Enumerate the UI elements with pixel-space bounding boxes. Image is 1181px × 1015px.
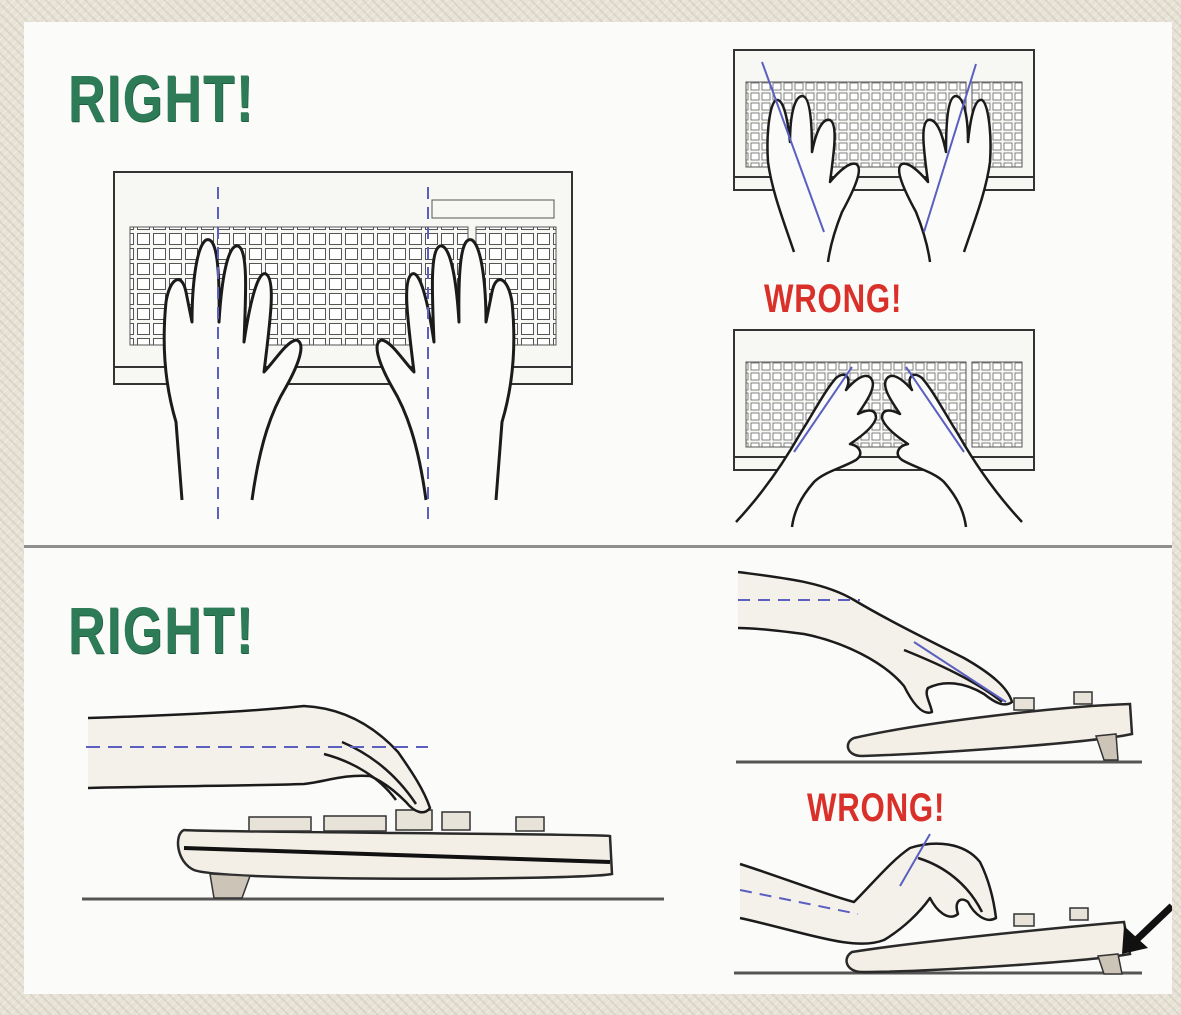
arm-wrist-raised xyxy=(738,572,1012,713)
ergonomics-panel: RIGHT! RIGHT! WRONG! WRONG! xyxy=(24,22,1172,994)
keyboard-wrong-2 xyxy=(734,330,1034,470)
illustrations xyxy=(24,22,1172,994)
keyboard-side-wrong-1 xyxy=(736,692,1142,762)
arm-wrist-bent xyxy=(740,844,996,944)
keyboard-side-right xyxy=(82,810,664,899)
arrow-icon xyxy=(1122,906,1172,954)
arm-neutral xyxy=(88,706,430,812)
